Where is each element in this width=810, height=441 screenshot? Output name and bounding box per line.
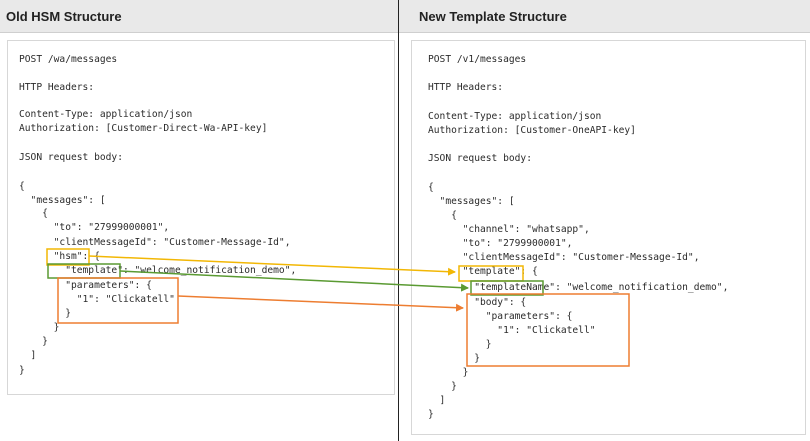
old-hsm-panel-title: Old HSM Structure: [0, 0, 398, 33]
code-line: "1": "Clickatell": [428, 325, 596, 336]
code-line: "parameters": {: [428, 311, 573, 322]
code-line: "template": "welcome_notification_demo",: [19, 265, 297, 276]
code-line: POST /wa/messages: [19, 54, 118, 65]
code-line: }: [428, 339, 492, 350]
code-line: HTTP Headers:: [428, 82, 504, 93]
code-line: }: [428, 367, 469, 378]
old-hsm-panel: Old HSM Structure POST /wa/messages HTTP…: [0, 0, 399, 441]
code-line: HTTP Headers:: [19, 82, 95, 93]
code-line: }: [19, 365, 25, 376]
code-line: Content-Type: application/json: [19, 109, 193, 120]
new-template-panel: New Template Structure POST /v1/messages…: [399, 0, 810, 441]
code-line: }: [428, 381, 457, 392]
code-line: JSON request body:: [19, 152, 123, 163]
code-line: "hsm": {: [19, 251, 100, 262]
code-line: {: [428, 210, 457, 221]
code-line: "template": {: [428, 266, 538, 277]
new-template-code-block: POST /v1/messages HTTP Headers: Content-…: [411, 40, 806, 435]
code-line: ]: [19, 350, 37, 361]
code-line: {: [428, 182, 434, 193]
old-hsm-code-block: POST /wa/messages HTTP Headers: Content-…: [7, 40, 395, 395]
code-line: Authorization: [Customer-OneAPI-key]: [428, 125, 636, 136]
code-line: "channel": "whatsapp",: [428, 224, 590, 235]
code-line: "templateName": "welcome_notification_de…: [428, 282, 729, 293]
code-line: }: [19, 322, 60, 333]
code-line: "clientMessageId": "Customer-Message-Id"…: [19, 237, 291, 248]
code-line: JSON request body:: [428, 153, 532, 164]
code-line: Authorization: [Customer-Direct-Wa-API-k…: [19, 123, 268, 134]
code-line: "to": "2799900001",: [428, 238, 573, 249]
code-line: "messages": [: [19, 195, 106, 206]
code-line: {: [19, 181, 25, 192]
code-line: Content-Type: application/json: [428, 111, 602, 122]
code-line: "body": {: [428, 297, 527, 308]
code-line: {: [19, 208, 48, 219]
new-template-panel-title: New Template Structure: [399, 0, 810, 33]
code-line: "parameters": {: [19, 280, 152, 291]
code-line: "clientMessageId": "Customer-Message-Id"…: [428, 252, 700, 263]
code-line: }: [428, 353, 480, 364]
code-line: }: [19, 336, 48, 347]
code-line: }: [19, 308, 71, 319]
code-line: ]: [428, 395, 446, 406]
code-line: POST /v1/messages: [428, 54, 527, 65]
code-line: "to": "27999000001",: [19, 222, 170, 233]
code-line: "messages": [: [428, 196, 515, 207]
code-line: }: [428, 409, 434, 420]
code-line: "1": "Clickatell": [19, 294, 175, 305]
